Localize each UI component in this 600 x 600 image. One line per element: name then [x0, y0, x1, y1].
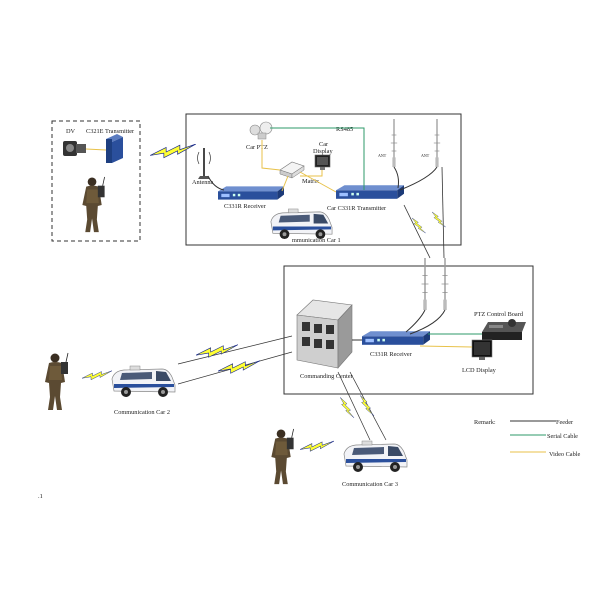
matrix-icon — [279, 161, 305, 179]
antenna-icon — [197, 148, 211, 179]
car-transmitter-label: Car C331R Transmitter — [327, 205, 387, 212]
dv-label: DV — [66, 128, 76, 135]
car1-system-group: Car PTZ RS485 Car Display Antenna Matrix… — [185, 113, 462, 246]
car1-label: mmunication Car 1 — [292, 237, 341, 244]
portable-unit-box — [51, 120, 141, 242]
serial-cable-ptz-rs485 — [270, 127, 365, 190]
wireless-link-soldier-car3 — [300, 440, 334, 452]
rs485-label: RS485 — [336, 126, 353, 133]
wireless-link-center-car3-a — [338, 394, 355, 421]
car-ptz-label: Car PTZ — [246, 144, 268, 151]
car-display-label-2: Display — [313, 148, 333, 155]
c321e-transmitter-icon — [106, 134, 123, 163]
car1-van-icon — [270, 208, 333, 240]
ptz-control-label: PTZ Control Board — [474, 311, 524, 318]
car-transmitter-icon — [336, 185, 404, 199]
car1-receiver-label: C331R Receiver — [224, 203, 267, 210]
legend-video-label: Video Cable — [549, 451, 580, 458]
feeder-transmitter-mast-right — [399, 166, 438, 191]
dv-camera-icon — [63, 141, 86, 156]
car1-mast-left — [390, 119, 398, 167]
car3-van-icon — [343, 440, 408, 473]
center-receiver-label: C331R Receiver — [370, 351, 413, 358]
ptz-control-board-icon — [482, 319, 526, 340]
matrix-label: Matrix — [302, 178, 320, 185]
car2-group: Communication Car 2 — [44, 335, 293, 416]
commanding-center-label: Commanding Center — [300, 373, 354, 380]
car-display-icon — [314, 154, 331, 170]
car-display-label-1: Car — [319, 141, 329, 148]
center-box — [283, 265, 534, 395]
car1-receiver-icon — [218, 186, 284, 200]
svg-text:ANT: ANT — [421, 153, 430, 158]
corner-mark: .1 — [38, 493, 43, 500]
c321e-transmitter-label: C321E Transmitter — [86, 128, 135, 135]
antenna-label: Antenna — [192, 179, 214, 186]
legend-title: Remark: — [474, 419, 496, 426]
car3-group: Communication Car 3 — [270, 371, 408, 488]
wireless-link-portable-car1 — [150, 144, 196, 159]
video-cable-receiver-matrix — [281, 175, 289, 192]
dv-video-cable — [85, 148, 107, 151]
feeder-transmitter-mast-left — [393, 166, 399, 189]
legend: Remark: Feeder Serial Cable Video Cable — [474, 419, 580, 458]
car1-box — [185, 113, 462, 246]
video-cable-ptz-matrix — [261, 140, 281, 171]
wireless-link-soldier-car2 — [82, 370, 112, 381]
car2-label: Communication Car 2 — [114, 409, 170, 416]
soldier-icon — [81, 176, 105, 233]
lcd-display-label: LCD Display — [462, 367, 497, 374]
video-cable-matrix-transmitter — [299, 171, 337, 193]
wireless-link-center-car3-b — [358, 392, 375, 419]
car3-soldier-icon — [270, 428, 295, 485]
lcd-display-icon — [471, 339, 493, 360]
link-line-car1-right — [441, 166, 445, 259]
car2-van-icon — [111, 365, 176, 398]
car2-soldier-icon — [44, 352, 69, 411]
portable-unit-group: DV C321E Transmitter — [51, 120, 141, 242]
commanding-center-building-icon — [296, 299, 353, 369]
video-cable-receiver-lcd — [419, 345, 473, 348]
legend-feeder-label: Feeder — [556, 419, 574, 426]
feeder-mast-left-receiver — [405, 309, 426, 333]
feeder-mast-right-receiver — [409, 309, 446, 335]
car1-mast-right — [433, 119, 441, 167]
legend-serial-label: Serial Cable — [547, 433, 578, 440]
commanding-center-group: Commanding Center C331R Receiver PTZ Con… — [283, 258, 534, 395]
video-cable-display-matrix — [300, 170, 323, 177]
feeder-antenna-receiver — [207, 175, 225, 191]
center-receiver-icon — [362, 331, 430, 345]
car-ptz-icon — [249, 121, 273, 140]
svg-text:ANT: ANT — [378, 153, 387, 158]
wireless-link-car1-center-a — [410, 214, 427, 237]
link-line-car1-left — [403, 204, 431, 259]
car3-label: Communication Car 3 — [342, 481, 398, 488]
